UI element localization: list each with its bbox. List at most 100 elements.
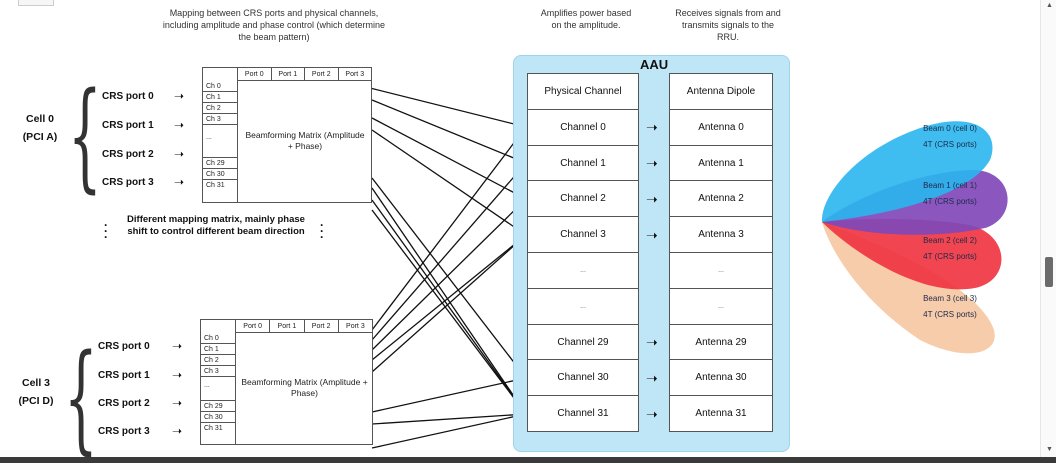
matrix-label: Beamforming Matrix (Amplitude + Phase) [241,377,368,398]
matrix-channel: ... [203,125,237,158]
bottom-edge-bar [0,457,1056,463]
mapping-line [371,209,527,415]
matrix-channel: Ch 31 [206,182,225,189]
arrow-icon: ➝ [646,191,658,207]
mapping-line [371,411,527,449]
scroll-down-icon[interactable]: ▼ [1046,446,1053,453]
cell-0-name: Cell 0 [25,113,54,125]
mapping-line [371,198,527,351]
arrow-icon: ➝ [172,396,183,410]
beam-patterns [821,121,1008,354]
physical-channel-column: Physical Channel Channel 0 Channel 1 Cha… [527,73,639,432]
beam-0-label: Beam 0 (cell 0) 4T (CRS ports) [902,121,998,153]
mapping-line [371,117,527,200]
receives-note: Receives signals from and transmits sign… [675,8,781,42]
matrix-channel: Ch 3 [201,366,235,377]
beam-0-shape [821,121,993,222]
arrow-icon: ➝ [174,175,185,189]
vertical-dots-icon: ... [104,215,108,241]
matrix-header-port: Port 0 [235,320,270,333]
mapping-line [371,129,527,236]
beam-0-title: Beam 0 (cell 0) [923,124,977,133]
beam-0-ports: 4T (CRS ports) [923,140,977,149]
arrow-icon: ➝ [646,155,658,171]
arrow-icon: ➝ [646,406,658,422]
beam-2-title: Beam 2 (cell 2) [923,236,977,245]
mapping-matrix-note: Different mapping matrix, mainly phase s… [127,214,305,237]
matrix-channel: Ch 2 [203,103,237,114]
matrix-channel: Ch 0 [201,333,235,344]
amplifies-note: Amplifies power based on the amplitude. [540,8,632,30]
cell-0-port-2: CRS port 2 [102,149,154,160]
antenna-dipole: Antenna 3 [670,217,772,253]
cell-3-label: Cell 3 (PCI D) [8,374,64,410]
mapping-line [371,126,527,331]
mapping-line [371,375,527,413]
beam-2-ports: 4T (CRS ports) [923,252,977,261]
mapping-line [371,187,527,415]
matrix-header-port: Port 3 [337,320,372,333]
matrix-header-port: Port 1 [270,68,304,81]
matrix-channel: Ch 2 [201,355,235,366]
physical-channel: ... [528,253,638,289]
tab-stub [18,0,54,6]
cell-0-label: Cell 0 (PCI A) [12,110,68,146]
scroll-up-icon[interactable]: ▲ [1046,2,1053,9]
mapping-line [371,177,527,379]
matrix-channel: ... [201,377,235,401]
cell-0-port-3: CRS port 3 [102,177,154,188]
physical-channel: Channel 30 [528,360,638,397]
physical-channel: Channel 31 [557,408,609,420]
matrix-channel: Ch 3 [203,114,237,125]
arrow-icon: ➝ [172,339,183,353]
vertical-scrollbar[interactable] [1040,0,1056,463]
arrow-icon: ➝ [646,370,658,386]
matrix-channel: Ch 1 [201,344,235,355]
antenna-dipole: Antenna 0 [670,110,772,146]
matrix-header-port: Port 2 [304,68,338,81]
matrix-channel: Ch 30 [203,169,237,180]
antenna-dipole-column: Antenna Dipole Antenna 0 Antenna 1 Anten… [669,73,773,432]
arrow-icon: ➝ [174,147,185,161]
mapping-line [371,409,527,425]
matrix-channel: Ch 1 [203,92,237,103]
matrix-header-port: Port 0 [237,68,271,81]
cell-3-port-0: CRS port 0 [98,341,150,352]
antenna-dipole: Antenna 1 [670,146,772,182]
scrollbar-thumb[interactable] [1045,257,1053,287]
beam-3-label: Beam 3 (cell 3) 4T (CRS ports) [902,291,998,323]
mapping-line [371,234,527,361]
mapping-line [371,99,527,165]
cell-3-name: Cell 3 [21,377,50,389]
cell-3-port-1: CRS port 1 [98,370,150,381]
beam-1-label: Beam 1 (cell 1) 4T (CRS ports) [902,178,998,210]
mapping-line [371,199,527,415]
antenna-dipole: Antenna 30 [670,360,772,397]
cell-3-port-3: CRS port 3 [98,426,150,437]
physical-channel: ... [528,289,638,325]
arrow-icon: ➝ [646,227,658,243]
antenna-dipole-header: Antenna Dipole [670,74,772,110]
mapping-line [369,87,527,130]
arrow-icon: ➝ [172,368,183,382]
cell-3-port-2: CRS port 2 [98,398,150,409]
matrix-channel: Ch 29 [201,401,235,412]
matrix-channel: Ch 29 [203,158,237,169]
physical-channel: Channel 3 [528,217,638,253]
beam-3-ports: 4T (CRS ports) [923,310,977,319]
cell-0-brace: { [68,66,102,204]
arrow-icon: ➝ [646,334,658,350]
mapping-line [371,234,527,373]
matrix-label: Beamforming Matrix (Amplitude + Phase) [245,130,365,151]
physical-channel: Channel 29 [528,325,638,361]
arrow-icon: ➝ [646,119,658,135]
mapping-note: Mapping between CRS ports and physical c… [162,8,386,42]
cell-0-port-1: CRS port 1 [102,120,154,131]
cell-3-pci: (PCI D) [18,395,54,407]
mapping-line [371,162,527,341]
beam-2-shape [822,218,1002,290]
beam-3-title: Beam 3 (cell 3) [923,294,977,303]
antenna-dipole: ... [670,253,772,289]
cell-0-port-0: CRS port 0 [102,91,154,102]
matrix-header-port: Port 3 [337,68,371,81]
